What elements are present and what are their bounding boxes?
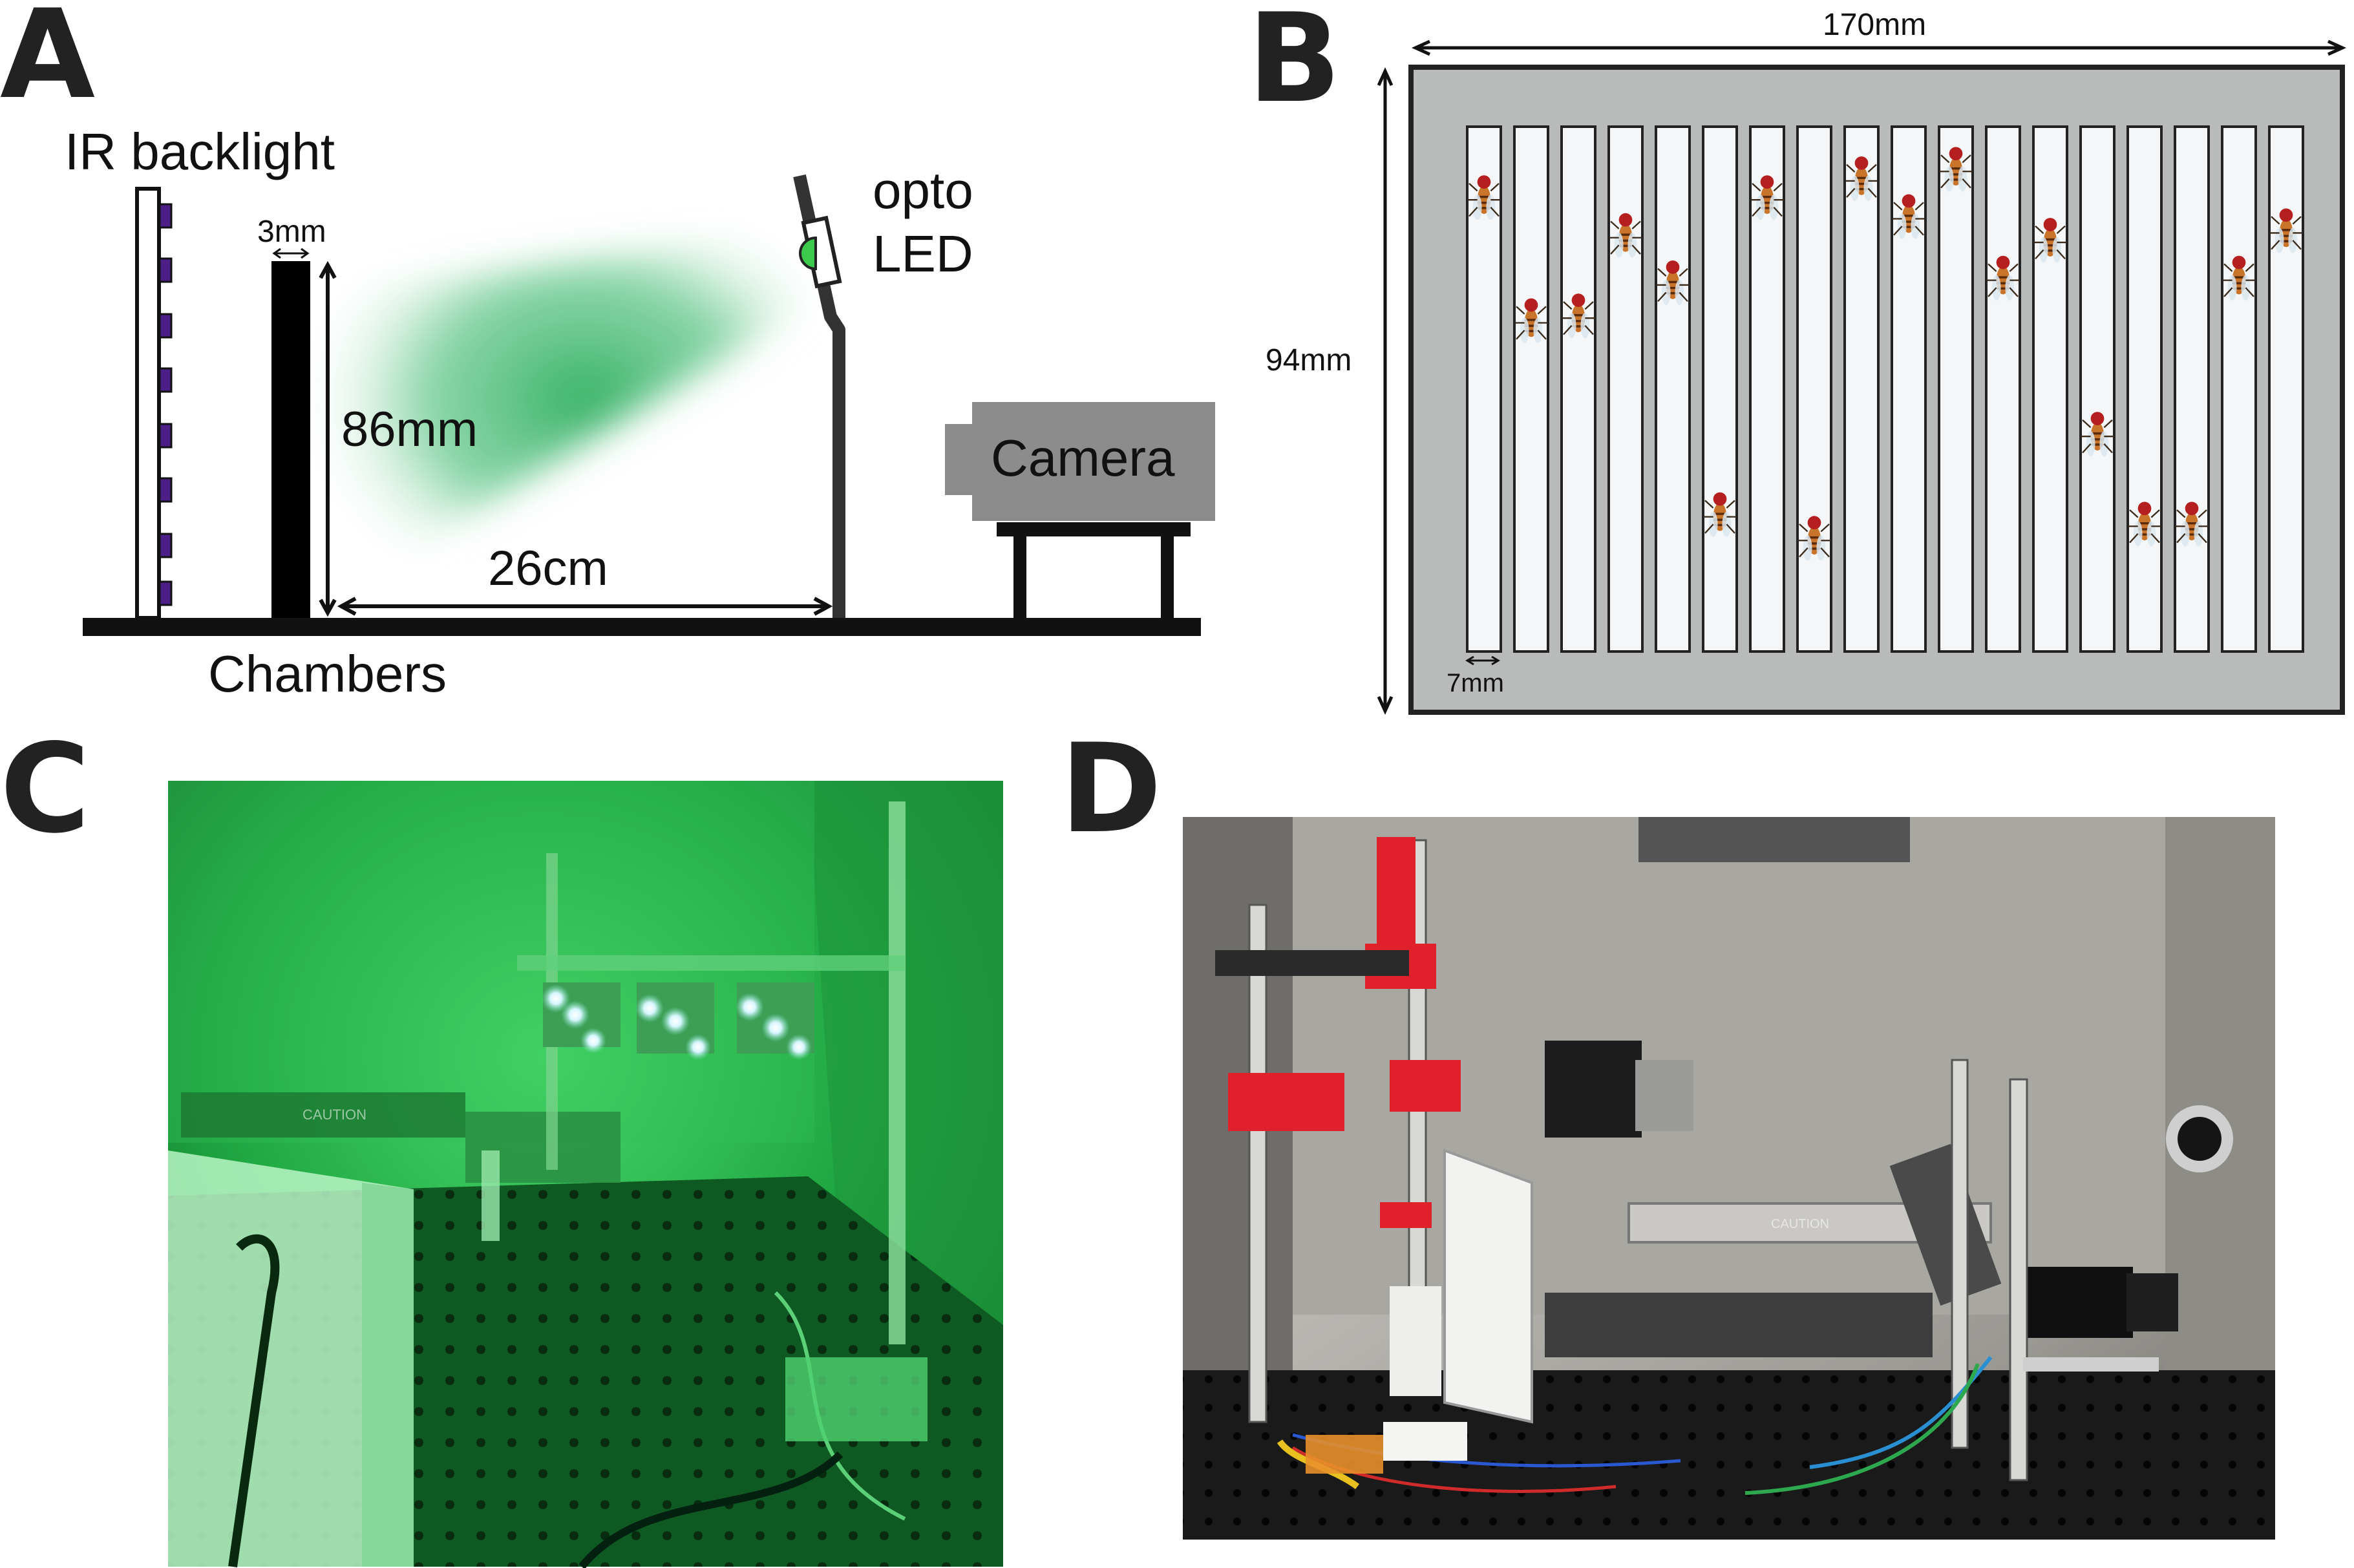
- arena-height-arrow: [1377, 67, 1394, 715]
- chambers-label: Chambers: [208, 645, 447, 703]
- distance-label: 26cm: [488, 541, 608, 596]
- arena-lane: [1749, 125, 1785, 653]
- arena-lane: [1985, 125, 2021, 653]
- arena-lane: [1513, 125, 1549, 653]
- opto-led-label-line1: opto: [873, 162, 973, 219]
- camera-label: Camera: [991, 429, 1175, 487]
- arena-lane: [1702, 125, 1738, 653]
- opto-led-icon: [799, 236, 817, 271]
- ir-backlight-panel: [135, 187, 161, 620]
- red-mounts: [1228, 837, 1461, 1228]
- arena-lane: [1796, 125, 1832, 653]
- opto-led-label-line2: LED: [873, 225, 973, 282]
- arena-lane: [1560, 125, 1596, 653]
- panel-letter-b: B: [1247, 0, 1341, 130]
- lane-width-label: 7mm: [1447, 669, 1504, 697]
- lane-width-arrow: [1465, 655, 1500, 666]
- panel-letter-a: A: [0, 0, 95, 126]
- ir-backlight-label: IR backlight: [65, 123, 335, 180]
- camera-lens: [945, 424, 975, 495]
- base-line: [83, 618, 1201, 636]
- arena-lane: [2079, 125, 2115, 653]
- chamber-height-arrow: [319, 260, 337, 617]
- opto-light-beam: [320, 233, 801, 601]
- panel-letter-c: C: [0, 717, 90, 860]
- caution-label-c: CAUTION: [302, 1107, 366, 1123]
- arena-lane: [1843, 125, 1880, 653]
- chamber-height-label: 86mm: [341, 402, 478, 457]
- distance-arrow: [337, 597, 833, 616]
- arena-lane: [1607, 125, 1644, 653]
- arena-lane: [2126, 125, 2163, 653]
- camera-body: [972, 402, 1215, 521]
- arena-width-label: 170mm: [1823, 8, 1926, 42]
- arena-lane: [1938, 125, 1974, 653]
- panel-d: D CAUTION: [1060, 717, 2275, 1540]
- arena-width-arrow: [1411, 39, 2347, 56]
- panel-b: B 170mm 94mm 7mm: [1247, 0, 2347, 715]
- led-boards-c: [542, 982, 814, 1060]
- arena-lane: [1466, 125, 1502, 653]
- caution-label-d: CAUTION: [1771, 1217, 1829, 1231]
- photo-green-chamber: CAUTION: [168, 781, 1003, 1568]
- panel-letter-d: D: [1060, 717, 1162, 860]
- chamber-width-label: 3mm: [257, 215, 326, 249]
- arena-lane: [2174, 125, 2210, 653]
- arena-lane: [2221, 125, 2257, 653]
- arena-lane: [1655, 125, 1691, 653]
- arena-lane: [2032, 125, 2068, 653]
- chamber-width-arrow: [272, 248, 310, 259]
- photo-rig: CAUTION: [1183, 817, 2275, 1540]
- panel-c: C CAUTION: [0, 717, 1003, 1568]
- panel-a: A IR backlight 3mm 86mm: [0, 0, 1215, 703]
- camera-table: [997, 522, 1191, 618]
- arena-lanes: [1466, 125, 2304, 653]
- arena-lane: [2268, 125, 2304, 653]
- arena-height-label: 94mm: [1266, 343, 1352, 377]
- ir-led-strip: [158, 203, 173, 606]
- chamber-block: [271, 261, 310, 618]
